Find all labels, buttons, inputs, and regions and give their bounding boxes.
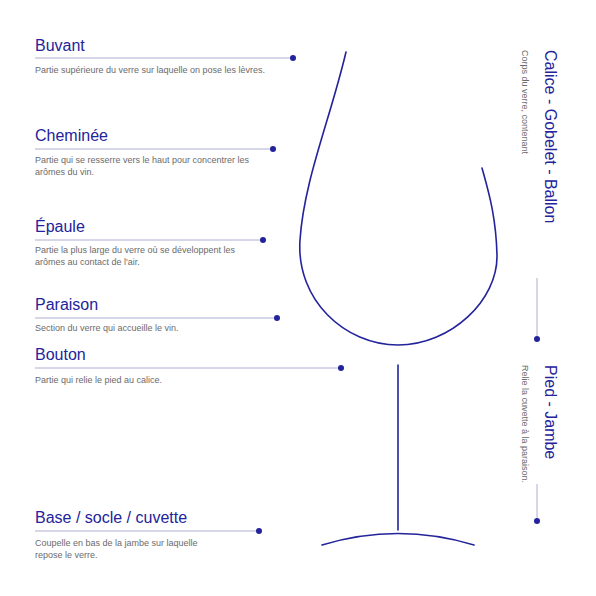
leader-dots	[256, 55, 540, 534]
part-name: Base / socle / cuvette	[35, 510, 187, 526]
part-name: Buvant	[35, 38, 85, 54]
part-group-name: Pied - Jambe	[542, 365, 558, 459]
part-name: Paraison	[35, 297, 98, 313]
leader-dot	[290, 55, 296, 61]
leader-dot	[274, 315, 280, 321]
part-name: Épaule	[35, 219, 85, 235]
leader-dot	[338, 365, 344, 371]
part-group-description: Corps du verre, contenant	[519, 50, 531, 154]
part-description: Coupelle en bas de la jambe sur laquelle…	[35, 537, 225, 561]
leader-line	[537, 278, 538, 339]
leader-dot	[534, 518, 540, 524]
leader-dot	[260, 237, 266, 243]
leader-dot	[270, 146, 276, 152]
leader-line	[35, 318, 277, 319]
part-description: Partie qui se resserre vers le haut pour…	[35, 154, 271, 178]
part-group-description: Relie la cuvette à la paraison.	[519, 365, 531, 483]
part-description: Section du verre qui accueille le vin.	[35, 322, 275, 334]
part-description: Partie supérieure du verre sur laquelle …	[35, 64, 305, 76]
leader-lines	[35, 58, 537, 531]
leader-line	[35, 368, 341, 369]
glass-bowl	[300, 52, 497, 345]
leader-line	[537, 484, 538, 521]
glass-stem	[397, 365, 399, 530]
leader-line	[35, 149, 273, 150]
part-group-name: Calice - Gobelet - Ballon	[542, 50, 558, 223]
part-description: Partie qui relie le pied au calice.	[35, 374, 315, 386]
part-name: Bouton	[35, 347, 86, 363]
leader-dot	[534, 336, 540, 342]
leader-line	[35, 531, 259, 532]
leader-line	[35, 58, 293, 59]
part-description: Partie la plus large du verre où se déve…	[35, 244, 257, 268]
glass-base	[322, 534, 474, 546]
leader-dot	[256, 528, 262, 534]
glass-outline	[300, 52, 497, 545]
part-name: Cheminée	[35, 128, 108, 144]
leader-line	[35, 240, 263, 241]
